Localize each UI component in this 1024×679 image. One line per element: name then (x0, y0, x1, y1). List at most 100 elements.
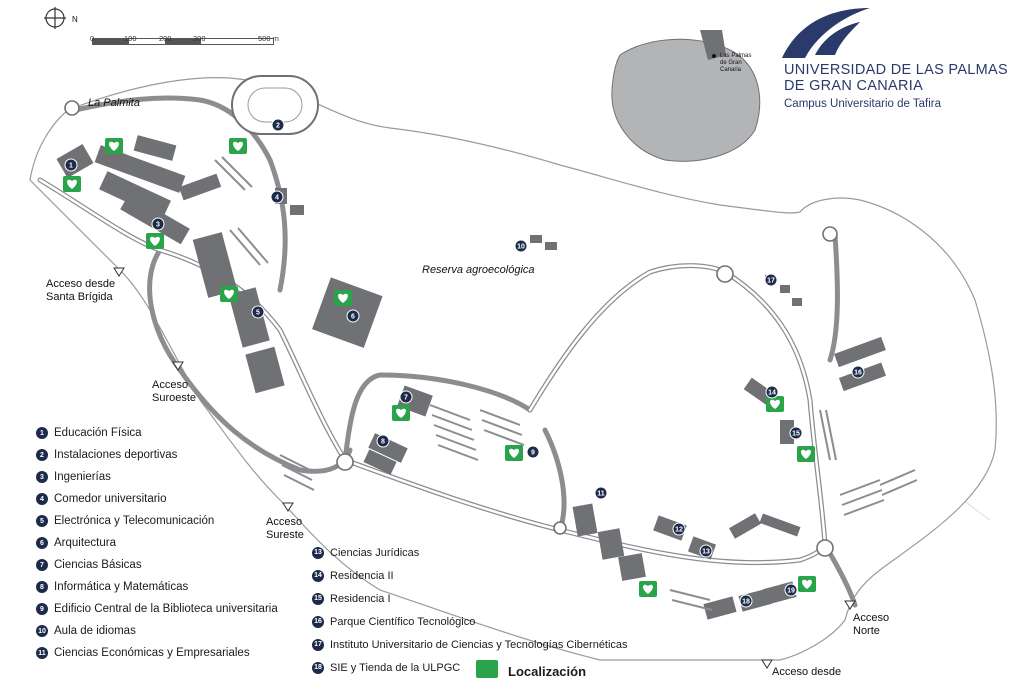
label-acceso-sureste-2: Sureste (266, 529, 304, 541)
legend-item: 14 Residencia II (312, 564, 628, 587)
defibrillator-icon[interactable] (639, 581, 657, 597)
defibrillator-icon[interactable] (392, 405, 410, 421)
building-marker-6[interactable]: 6 (346, 309, 360, 323)
access-santa-brigida-icon (113, 267, 125, 277)
roundabout-north-east (822, 226, 838, 242)
localizacion-title: Localización (508, 664, 587, 679)
building-marker-15[interactable]: 15 (789, 426, 803, 440)
building-marker-number: 6 (351, 314, 355, 321)
legend-number: 15 (312, 592, 324, 605)
compass-icon (44, 7, 66, 29)
defibrillator-icon[interactable] (146, 233, 164, 249)
scale-bar (92, 38, 274, 45)
defibrillator-icon[interactable] (63, 176, 81, 192)
legend-number: 17 (312, 638, 324, 651)
roundabout-center (716, 265, 734, 283)
legend-label: Educación Física (54, 427, 142, 439)
legend-label: Ciencias Básicas (54, 559, 142, 571)
legend-label: Aula de idiomas (54, 625, 136, 637)
legend-number: 13 (312, 546, 324, 559)
buildings (56, 135, 887, 620)
brand-line-1: UNIVERSIDAD DE LAS PALMAS (784, 62, 1008, 78)
legend-label: Ciencias Económicas y Empresariales (54, 647, 250, 659)
building-marker-10[interactable]: 10 (514, 239, 528, 253)
label-acceso-norte-1: Acceso (853, 612, 890, 624)
defibrillator-icon[interactable] (105, 138, 123, 154)
building-marker-19[interactable]: 19 (784, 583, 798, 597)
roundabout-east (816, 539, 834, 557)
building-marker-11[interactable]: 11 (594, 486, 608, 500)
building-marker-4[interactable]: 4 (270, 190, 284, 204)
defibrillator-icon[interactable] (798, 576, 816, 592)
building-marker-14[interactable]: 14 (765, 385, 779, 399)
defibrillator-icon[interactable] (797, 446, 815, 462)
label-acceso-santa-brigida-2: Santa Brígida (46, 291, 113, 303)
building-marker-9[interactable]: 9 (526, 445, 540, 459)
building-marker-number: 2 (276, 123, 280, 130)
label-acceso-sureste-1: Acceso (266, 516, 303, 528)
access-markers (113, 267, 856, 669)
label-reserva-agroecologica: Reserva agroecológica (422, 264, 535, 276)
building-marker-1[interactable]: 1 (64, 158, 78, 172)
building-marker-3[interactable]: 3 (151, 217, 165, 231)
legend-label: Parque Científico Tecnológico (330, 615, 476, 628)
legend-number: 16 (312, 615, 324, 628)
aed-markers (63, 138, 816, 597)
building-marker-12[interactable]: 12 (672, 522, 686, 536)
building-marker-17[interactable]: 17 (764, 273, 778, 287)
parking-areas (214, 156, 918, 611)
legend-number: 14 (312, 569, 324, 582)
building-marker-2[interactable]: 2 (271, 118, 285, 132)
access-norte-icon (844, 600, 856, 610)
defibrillator-icon[interactable] (220, 286, 238, 302)
locator-label: Las Palmas de Gran Canaria (720, 53, 752, 73)
defibrillator-icon[interactable] (766, 396, 784, 412)
legend-number: 11 (36, 647, 48, 659)
building-marker-16[interactable]: 16 (851, 365, 865, 379)
defibrillator-icon[interactable] (505, 445, 523, 461)
scale-tick-200: 200 (159, 34, 172, 43)
defibrillator-icon[interactable] (229, 138, 247, 154)
building-marker-number: 13 (702, 549, 710, 556)
legend-label: Electrónica y Telecomunicación (54, 515, 215, 527)
building-marker-number: 14 (768, 390, 776, 397)
building-marker-18[interactable]: 18 (739, 594, 753, 608)
defibrillator-icon[interactable] (334, 290, 352, 306)
legend-label: Residencia II (330, 569, 394, 582)
building-marker-number: 9 (531, 450, 535, 457)
building-marker-number: 8 (381, 439, 385, 446)
legend-number: 6 (36, 537, 48, 549)
building-marker-8[interactable]: 8 (376, 434, 390, 448)
building-marker-number: 5 (256, 310, 260, 317)
building-marker-number: 11 (597, 491, 605, 498)
building-marker-number: 18 (742, 599, 750, 606)
locator-map (611, 30, 761, 162)
building-marker-7[interactable]: 7 (399, 390, 413, 404)
building-marker-number: 1 (69, 163, 73, 170)
building-marker-5[interactable]: 5 (251, 305, 265, 319)
legend-item: 16 Parque Científico Tecnológico (312, 610, 628, 633)
legend-label: Instalaciones deportivas (54, 449, 178, 461)
building-marker-13[interactable]: 13 (699, 544, 713, 558)
building-marker-number: 4 (275, 195, 279, 202)
building-marker-number: 15 (792, 431, 800, 438)
label-acceso-norte-2: Norte (853, 625, 880, 637)
scale-tick-500: 500 m (258, 34, 279, 43)
building-marker-number: 16 (854, 370, 862, 377)
label-acceso-desde-bottom: Acceso desde (772, 666, 842, 678)
